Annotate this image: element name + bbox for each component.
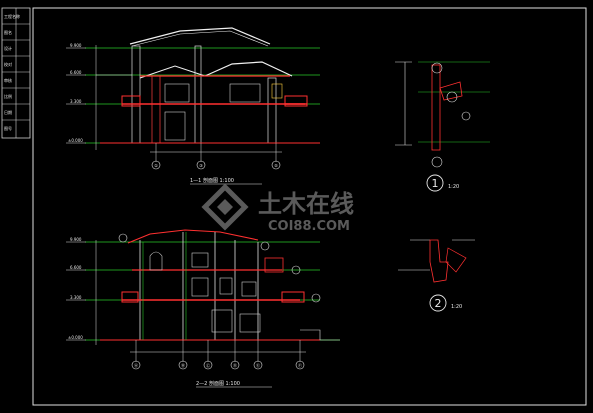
title-cell: 比例 bbox=[4, 93, 12, 99]
title-cell: 图号 bbox=[4, 125, 12, 131]
elevation-label: ±0.000 bbox=[68, 138, 83, 143]
axis-label: Ⓕ bbox=[298, 362, 302, 368]
watermark: 土木在线 COI88.COM bbox=[201, 183, 354, 234]
axis-label: ③ bbox=[199, 163, 203, 168]
window-group bbox=[149, 251, 261, 333]
title-cell: 校对 bbox=[4, 61, 12, 67]
elevation-label: 9.900 bbox=[70, 43, 82, 48]
section-title: 1—1 剖面图 1:100 bbox=[190, 177, 234, 184]
detail-scale: 1:20 bbox=[451, 304, 462, 310]
watermark-logo-icon bbox=[201, 183, 249, 231]
section-1-1: ±0.000 3.300 6.600 9.900 bbox=[66, 27, 320, 185]
title-cell: 审核 bbox=[4, 77, 12, 83]
elevation-label: 9.900 bbox=[70, 237, 82, 242]
detail-index-bubble bbox=[429, 294, 447, 312]
title-cell: 工程名称 bbox=[4, 13, 20, 19]
watermark-text: 土木在线 bbox=[258, 190, 354, 218]
axis-label: Ⓐ bbox=[134, 362, 138, 368]
detail-1: 1 1:20 bbox=[395, 61, 490, 192]
drawing-frame bbox=[32, 7, 587, 406]
detail-2: 2 1:20 bbox=[398, 239, 475, 312]
section-2-2: ±0.000 3.300 6.600 9.900 bbox=[66, 229, 340, 388]
elevation-marks: ±0.000 3.300 6.600 9.900 bbox=[66, 237, 86, 341]
axis-label: Ⓑ bbox=[181, 362, 185, 368]
detail-number: 1 bbox=[432, 177, 439, 190]
elevation-label: ±0.000 bbox=[68, 335, 83, 340]
elevation-label: 3.300 bbox=[70, 99, 82, 104]
axis-label: ⑤ bbox=[274, 163, 278, 168]
section-title: 2—2 剖面图 1:100 bbox=[196, 380, 240, 387]
axis-label: Ⓔ bbox=[256, 362, 260, 368]
elevation-marks: ±0.000 3.300 6.600 9.900 bbox=[66, 43, 86, 144]
axis-label: ① bbox=[154, 163, 158, 168]
title-block: 工程名称 图名 设计 校对 审核 比例 日期 图号 bbox=[1, 7, 31, 139]
axis-label: Ⓓ bbox=[233, 362, 237, 368]
detail-number: 2 bbox=[435, 297, 442, 310]
elevation-label: 3.300 bbox=[70, 295, 82, 300]
elevation-label: 6.600 bbox=[70, 70, 82, 75]
watermark-url: COI88.COM bbox=[268, 219, 350, 234]
title-cell: 图名 bbox=[4, 29, 12, 35]
detail-scale: 1:20 bbox=[448, 184, 459, 190]
title-cell: 日期 bbox=[4, 109, 12, 115]
title-cell: 设计 bbox=[4, 45, 12, 51]
axis-label: Ⓒ bbox=[206, 362, 210, 368]
elevation-label: 6.600 bbox=[70, 265, 82, 270]
detail-index-bubble bbox=[426, 174, 444, 192]
